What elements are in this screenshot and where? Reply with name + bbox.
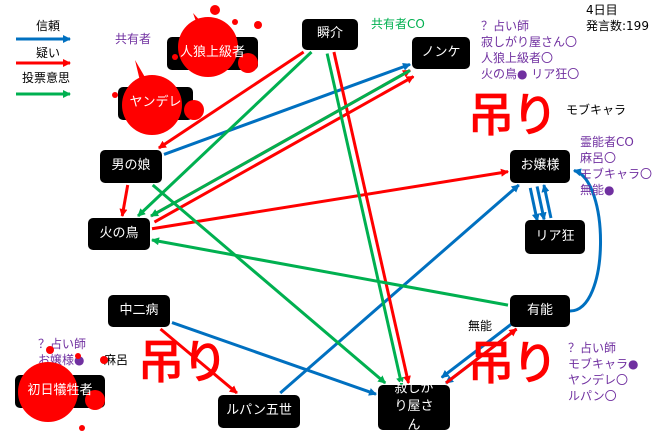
edge-doubt-shunsuke-to-otokonoko <box>158 50 305 150</box>
edge-trust-yuunou-to-sabishigari <box>440 322 514 379</box>
legend-trust-label: 信頼 <box>36 19 61 33</box>
node-chuuni-label: 中二病 <box>119 302 159 318</box>
edge-doubt-otokonoko-to-hinotori <box>119 184 130 217</box>
node-lupin-label: ルパン五世 <box>226 403 292 419</box>
node-nonke-label: ノンケ <box>421 44 461 60</box>
node-hinotori-label: 火の鳥 <box>99 225 139 241</box>
edge-trust-ojousama-to-riakyo <box>535 186 547 221</box>
node-nonke[interactable]: ノンケ <box>412 37 470 69</box>
node-lupin[interactable]: ルパン五世 <box>218 395 300 428</box>
edge-vote-otokonoko-to-sabishigari <box>151 183 387 385</box>
node-yandere-label: ヤンデレ <box>129 95 182 111</box>
node-otokonoko-label: 男の娘 <box>111 158 151 174</box>
hanged-mark-mobukyara: 吊り <box>468 88 558 142</box>
node-shunsuke-label: 瞬介 <box>316 26 343 42</box>
note-reinou: 霊能者CO 麻呂〇 モブキャラ〇 無能● <box>580 135 653 197</box>
note-munou: 無能 <box>468 319 493 333</box>
node-yandere[interactable]: ヤンデレ <box>118 87 193 120</box>
note-mobukyara: モブキャラ <box>566 103 627 117</box>
node-yuunou-label: 有能 <box>526 302 553 318</box>
edge-trust-chuuni-to-sabishigari <box>171 321 377 396</box>
node-jinrou[interactable]: 人狼上級者 <box>167 37 258 70</box>
edge-vote-shunsuke-to-hinotori <box>137 50 313 218</box>
node-riakyo-label: リア狂 <box>535 228 575 244</box>
node-shunsuke[interactable]: 瞬介 <box>302 19 358 50</box>
hanged-mark-maro: 吊り <box>138 335 228 389</box>
edge-trust-ojousama-to-riakyo <box>528 187 540 222</box>
edge-trust-yuunou-to-ojousama <box>569 168 602 313</box>
note-uranai-3: ？占い師 モブキャラ● ヤンデレ〇 ルパン〇 <box>568 341 639 403</box>
legend-vote-label: 投票意思 <box>22 71 71 85</box>
node-chuuni[interactable]: 中二病 <box>108 295 170 327</box>
node-yuunou[interactable]: 有能 <box>510 295 570 327</box>
hanged-mark-munou: 吊り <box>468 336 558 390</box>
edge-doubt-sabishigari-to-yuunou <box>445 327 518 385</box>
note-uranai-2: ？占い師 お嬢様● <box>38 337 87 367</box>
edge-vote-yuunou-to-hinotori <box>151 237 509 307</box>
node-sabishigari[interactable]: 寂しがり屋さん <box>378 381 450 432</box>
edge-doubt-chuuni-to-lupin <box>159 327 238 395</box>
note-kyouyuusha: 共有者 <box>115 32 152 46</box>
edge-vote-shunsuke-to-sabishigari <box>325 53 405 386</box>
node-sabishigari-label: 寂しがり屋さん <box>394 381 434 432</box>
message-count: 発言数:199 <box>586 19 649 33</box>
edge-vote-nonke-to-hinotori <box>150 69 411 218</box>
edge-doubt-hinotori-to-nonke <box>153 75 415 224</box>
edge-doubt-hinotori-to-ojousama <box>151 168 509 231</box>
node-ojousama-label: お嬢様 <box>520 158 560 174</box>
edge-trust-otokonoko-to-nonke <box>163 62 411 156</box>
node-otokonoko[interactable]: 男の娘 <box>100 150 162 183</box>
node-ojousama[interactable]: お嬢様 <box>510 150 570 183</box>
node-shonichi-label: 初日犠牲者 <box>27 383 93 399</box>
node-riakyo[interactable]: リア狂 <box>525 220 585 254</box>
edge-trust-riakyo-to-ojousama <box>541 184 553 219</box>
day-label: 4日目 <box>586 3 618 17</box>
legend-doubt-label: 疑い <box>36 46 61 60</box>
edge-trust-lupin-to-ojousama <box>279 183 520 395</box>
node-jinrou-label: 人狼上級者 <box>179 45 245 61</box>
note-uranai-1: ？占い師 寂しがり屋さん〇 人狼上級者〇 火の鳥● リア狂〇 <box>481 19 580 81</box>
note-maro: 麻呂 <box>104 353 129 367</box>
node-shonichi[interactable]: 初日犠牲者 <box>15 375 105 408</box>
node-hinotori[interactable]: 火の鳥 <box>88 218 150 250</box>
note-kyouyuusha-co: 共有者CO <box>371 17 425 31</box>
